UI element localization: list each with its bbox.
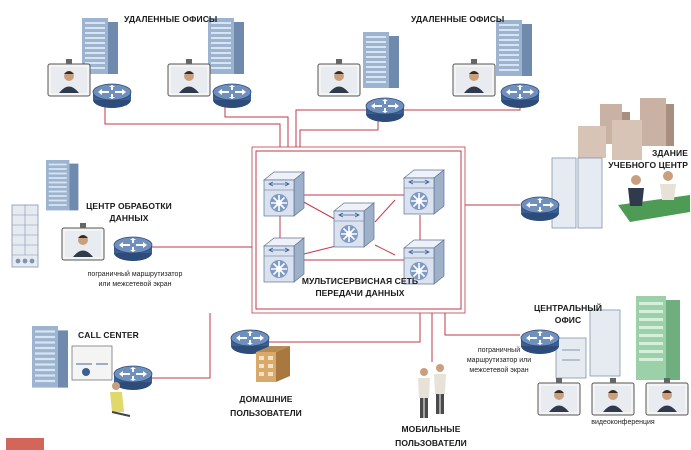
monitor-icon [167,58,211,97]
label-training-center-line1: ЗДАНИЕ [651,148,688,158]
label-central-office-line2: ОФИС [554,315,582,325]
router-icon [113,236,153,262]
router-icon [212,83,252,109]
training-center [520,98,690,229]
monitor-icon [537,377,581,416]
switch-icon [263,237,305,283]
server-rack-icon [11,204,39,268]
label-home-users-line2: ПОЛЬЗОВАТЕЛИ [230,408,302,418]
core-switches [263,169,445,285]
person-icon [663,171,673,181]
label-network-line2: ПЕРЕДАЧИ ДАННЫХ [315,288,405,298]
switch-icon [263,171,305,217]
router-icon [520,196,560,222]
note-router-left-line1: пограничный маршрутизатор [87,271,183,278]
switch-icon [333,202,375,248]
person-icon [434,364,446,414]
note-router-right-line2: маршрутизатор или [466,357,532,364]
label-central-office-line1: ЦЕНТРАЛЬНЫЙ [533,303,603,313]
mobile-users [418,364,446,418]
person-icon [418,368,430,418]
label-data-center-line2: ДАННЫХ [109,213,149,223]
building-icon [578,98,674,160]
note-router-left-line2: или межсетевой экран [98,281,172,288]
meeting-table [618,171,690,222]
label-network-line1: МУЛЬТИСЕРВИСНАЯ СЕТЬ [301,276,419,286]
label-training-center-line2: УЧЕБНОГО ЦЕНТР [608,160,688,170]
label-remote-offices-right: УДАЛЕННЫЕ ОФИСЫ [411,14,505,24]
label-remote-offices-left: УДАЛЕННЫЕ ОФИСЫ [124,14,218,24]
label-mobile-users-line2: ПОЛЬЗОВАТЕЛИ [395,438,467,448]
label-data-center-line1: ЦЕНТР ОБРАБОТКИ [86,201,172,211]
switch-icon [403,169,445,215]
note-router-right-line3: межсетевой экран [469,367,529,374]
router-icon [365,97,405,123]
monitor-icon [317,58,361,97]
person-icon [631,175,641,185]
monitor-icon [47,58,91,97]
monitor-icon [61,222,105,261]
remote-offices-right [317,20,540,123]
call-center [32,326,153,417]
building-icon [496,20,532,76]
links [104,100,521,379]
network-frame [255,150,462,310]
note-router-right-line1: пограничный [477,347,521,354]
building-icon [636,296,680,380]
monitor-icon [452,58,496,97]
building-icon [256,346,290,382]
building-icon [46,160,79,211]
building-icon [363,32,399,88]
label-videoconference: видеоконференция [591,419,655,426]
label-home-users-line1: ДОМАШНИЕ [239,394,293,404]
router-icon [500,83,540,109]
remote-offices-left [47,18,252,109]
label-call-center: CALL CENTER [78,330,139,340]
monitor-icon [591,377,635,416]
central-office [520,296,689,416]
router-icon [92,83,132,109]
person-icon [112,382,120,390]
monitor-icon [645,377,689,416]
home-users [230,329,290,382]
label-mobile-users-line1: МОБИЛЬНЫЕ [401,424,461,434]
building-icon [32,326,68,388]
building-icon [208,18,244,74]
page-badge [6,438,44,450]
